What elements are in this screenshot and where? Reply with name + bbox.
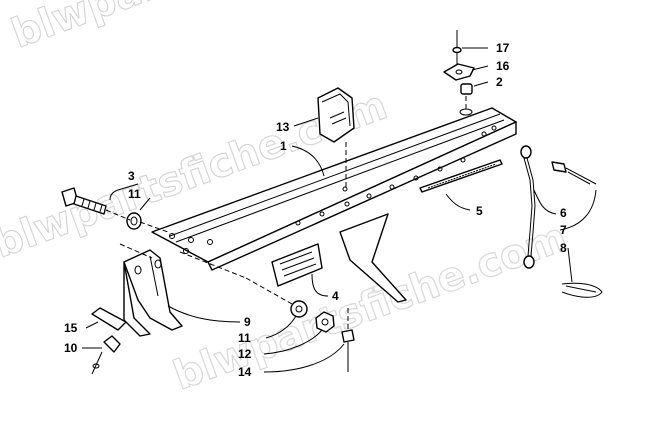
small-plate-part-15 (91, 307, 127, 331)
pin-part-17 (452, 46, 462, 54)
clip-part-13 (317, 87, 355, 190)
callout-13: 13 (276, 120, 290, 134)
watermark-text-1: blwpartsfiche.com (6, 0, 411, 57)
spacer-part-11-upper (126, 212, 142, 230)
callout-16: 16 (496, 59, 510, 73)
callout-4: 4 (332, 289, 339, 303)
screw-part-14 (341, 308, 355, 372)
callout-5: 5 (476, 204, 483, 218)
callout-14: 14 (238, 365, 252, 379)
tether-cable-part-6 (520, 145, 536, 269)
callout-15: 15 (64, 321, 78, 335)
clip-part-10 (91, 335, 121, 375)
callout-12: 12 (238, 347, 252, 361)
callout-6: 6 (560, 206, 567, 220)
clevis-pin-part-7 (551, 161, 597, 185)
callout-9: 9 (244, 315, 251, 329)
grommet-part-2 (460, 83, 473, 95)
callout-11-lower: 11 (238, 331, 251, 345)
callout-3: 3 (128, 169, 135, 183)
callout-1: 1 (280, 139, 287, 153)
side-bracket-part-9 (119, 243, 247, 337)
hair-pin-part-8 (561, 282, 603, 298)
bolt-part-3 (61, 187, 107, 215)
plate-part-16 (443, 63, 475, 81)
pin-stack-upper-right (443, 30, 475, 116)
callout-10: 10 (64, 341, 78, 355)
leader-lines (82, 47, 597, 373)
callout-labels: 17 16 2 13 1 3 11 5 6 7 8 4 9 15 11 10 1… (64, 41, 567, 379)
callout-11-upper: 11 (128, 187, 141, 201)
spacer-part-11-lower (290, 300, 308, 318)
callout-17: 17 (496, 41, 510, 55)
plate-holes (169, 125, 497, 254)
callout-2: 2 (496, 75, 503, 89)
main-plate-part-1 (151, 107, 517, 303)
nut-part-12 (315, 311, 335, 333)
callout-8: 8 (560, 241, 567, 255)
callout-7: 7 (560, 223, 567, 237)
